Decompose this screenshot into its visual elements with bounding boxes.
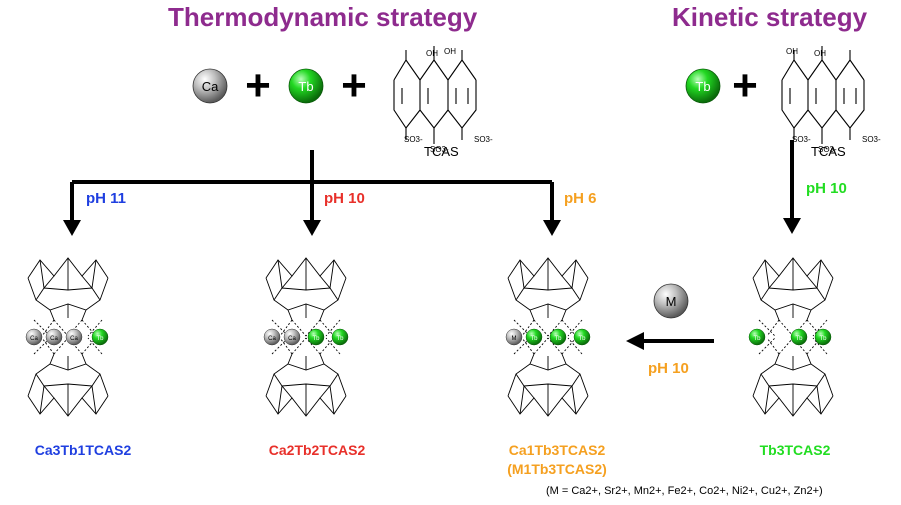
tb-sphere-kinetic bbox=[685, 68, 721, 104]
m-label: M bbox=[666, 294, 677, 309]
metal-exchange-arrow bbox=[626, 332, 714, 350]
branch-arrows bbox=[70, 150, 554, 225]
svg-text:OH: OH bbox=[426, 49, 438, 58]
cage-ca2tb2: Ca Ca Tb Tb bbox=[263, 257, 349, 417]
svg-text:OH: OH bbox=[814, 49, 826, 58]
svg-text:Tb: Tb bbox=[312, 336, 320, 342]
thermodynamic-title: Thermodynamic strategy bbox=[168, 2, 478, 32]
ca-label: Ca bbox=[202, 79, 219, 94]
cage-m1tb3: M Tb Tb Tb bbox=[505, 257, 591, 417]
svg-text:Ca: Ca bbox=[70, 336, 78, 342]
cage-ca3tb1: Ca Ca Ca Tb bbox=[25, 257, 109, 417]
tcas-label-kinetic: TCAS bbox=[811, 144, 846, 159]
tb-label-kinetic: Tb bbox=[695, 79, 710, 94]
svg-text:OH: OH bbox=[786, 47, 798, 56]
kinetic-arrow bbox=[783, 140, 801, 234]
svg-text:OH: OH bbox=[444, 47, 456, 56]
cage-tb3: Tb Tb Tb bbox=[748, 257, 834, 417]
condition-ph10-thermo: pH 10 bbox=[324, 190, 365, 207]
svg-text:SO3-: SO3- bbox=[818, 145, 837, 154]
svg-text:Tb: Tb bbox=[795, 336, 803, 342]
svg-text:SO3-: SO3- bbox=[404, 135, 423, 144]
plus-sign-2: + bbox=[341, 61, 367, 110]
svg-text:Tb: Tb bbox=[819, 336, 827, 342]
condition-ph11: pH 11 bbox=[86, 190, 127, 207]
svg-text:Ca: Ca bbox=[288, 336, 296, 342]
svg-text:Tb: Tb bbox=[96, 336, 104, 342]
condition-ph6: pH 6 bbox=[564, 190, 597, 207]
arrowheads bbox=[63, 220, 561, 236]
product-ca3tb1: Ca3Tb1TCAS2 bbox=[34, 442, 132, 458]
metal-footnote: (M = Ca2+, Sr2+, Mn2+, Fe2+, Co2+, Ni2+,… bbox=[546, 485, 823, 497]
condition-ph10-metal: pH 10 bbox=[648, 360, 689, 377]
svg-text:SO3-: SO3- bbox=[792, 135, 811, 144]
svg-text:Tb: Tb bbox=[530, 336, 538, 342]
m-sphere bbox=[653, 283, 689, 319]
tcas-molecule-kinetic: OH OH SO3- SO3- SO3- bbox=[781, 45, 881, 154]
product-ca2tb2: Ca2Tb2TCAS2 bbox=[268, 442, 366, 458]
svg-text:SO3-: SO3- bbox=[862, 135, 881, 144]
tb-sphere bbox=[288, 68, 324, 104]
product-m1tb3: (M1Tb3TCAS2) bbox=[507, 461, 607, 477]
svg-text:Tb: Tb bbox=[336, 336, 344, 342]
svg-text:Ca: Ca bbox=[30, 336, 38, 342]
svg-text:SO3-: SO3- bbox=[430, 145, 449, 154]
svg-text:Ca: Ca bbox=[268, 336, 276, 342]
product-tb3: Tb3TCAS2 bbox=[759, 442, 831, 458]
svg-text:Tb: Tb bbox=[753, 336, 761, 342]
svg-text:Tb: Tb bbox=[578, 336, 586, 342]
ca-sphere bbox=[192, 68, 228, 104]
plus-sign-3: + bbox=[732, 61, 758, 110]
product-ca1tb3: Ca1Tb3TCAS2 bbox=[508, 442, 606, 458]
plus-sign-1: + bbox=[245, 61, 271, 110]
svg-text:M: M bbox=[512, 336, 517, 342]
condition-ph10-kinetic: pH 10 bbox=[806, 180, 847, 197]
svg-text:Tb: Tb bbox=[554, 336, 562, 342]
kinetic-title: Kinetic strategy bbox=[672, 2, 868, 32]
tcas-label-thermo: TCAS bbox=[424, 144, 459, 159]
tcas-molecule-thermo: OH OH SO3- SO3- SO3- bbox=[393, 45, 493, 154]
tb-label: Tb bbox=[298, 79, 313, 94]
svg-text:SO3-: SO3- bbox=[474, 135, 493, 144]
svg-text:Ca: Ca bbox=[50, 336, 58, 342]
